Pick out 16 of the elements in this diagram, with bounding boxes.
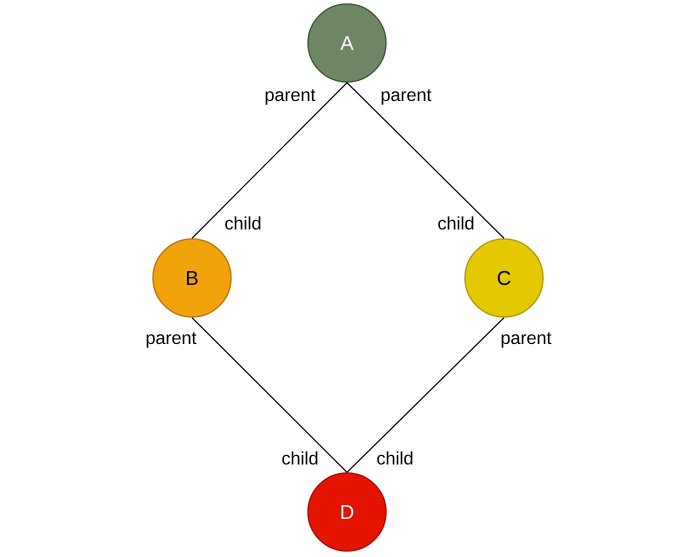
connector-line [192, 317, 348, 473]
end-label: child [280, 450, 320, 466]
end-label: child [223, 215, 263, 231]
connector-line [346, 317, 504, 473]
circle-node: B [152, 238, 232, 318]
connector-line [192, 82, 348, 239]
end-label: parent [499, 330, 553, 350]
connector-line [346, 82, 504, 239]
end-label: child [375, 450, 415, 466]
end-label: parent [144, 330, 198, 350]
circle-node: D [307, 472, 387, 552]
end-label: parent [263, 88, 317, 106]
circle-node: C [464, 238, 544, 318]
end-label: parent [379, 88, 433, 106]
end-label: child [436, 215, 476, 231]
circle-node: A [307, 3, 387, 83]
